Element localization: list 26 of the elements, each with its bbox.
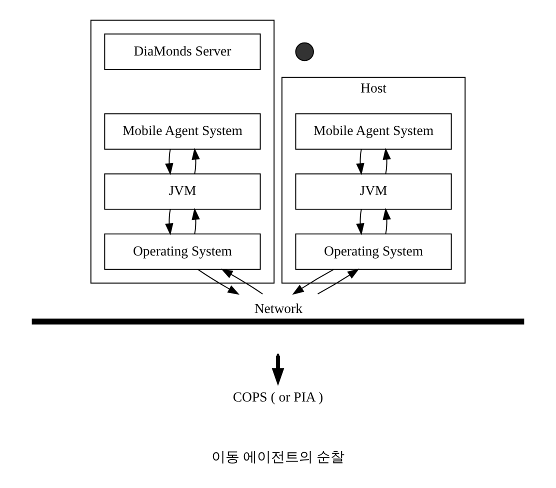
node-circle bbox=[295, 42, 314, 62]
node-box: Operating System bbox=[104, 233, 261, 270]
node-box: JVM bbox=[104, 173, 261, 210]
node-box: DiaMonds Server bbox=[104, 34, 261, 70]
node-box: Mobile Agent System bbox=[295, 113, 452, 150]
arrow bbox=[197, 268, 240, 295]
arrow bbox=[192, 148, 200, 174]
node-box: Mobile Agent System bbox=[104, 113, 261, 150]
arrow bbox=[192, 208, 200, 234]
node-box: Operating System bbox=[295, 233, 452, 270]
arrow bbox=[292, 268, 334, 295]
arrow bbox=[165, 148, 174, 176]
arrow bbox=[165, 208, 174, 236]
arrow bbox=[356, 208, 364, 236]
node-box: JVM bbox=[295, 173, 452, 210]
arrow bbox=[356, 148, 364, 176]
arrow bbox=[382, 208, 391, 234]
arrow bbox=[221, 268, 264, 294]
arrow bbox=[272, 356, 284, 386]
node-bar bbox=[32, 318, 524, 325]
cluster bbox=[90, 20, 275, 284]
node-label: Network bbox=[254, 300, 303, 316]
node-text: COPS ( or PIA ) bbox=[232, 389, 324, 404]
arrow bbox=[382, 148, 391, 174]
arrow bbox=[317, 268, 360, 294]
label: 이동 에이전트의 순찰 bbox=[212, 450, 344, 465]
